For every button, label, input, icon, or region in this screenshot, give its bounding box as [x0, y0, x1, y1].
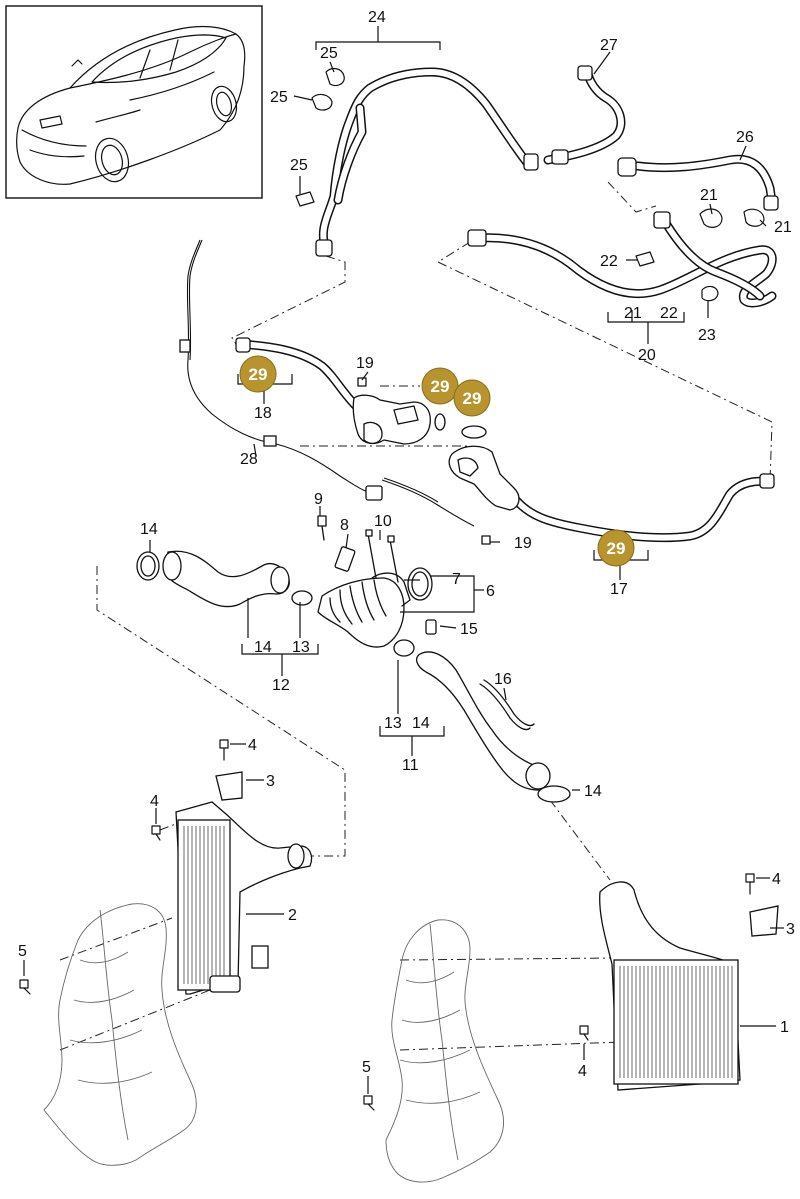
label-21-c: 21: [624, 305, 642, 322]
label-4-d: 4: [578, 1063, 587, 1080]
label-5-a: 5: [18, 943, 27, 960]
badge-29-d: 29: [597, 529, 635, 567]
label-21-b: 21: [774, 219, 792, 236]
label-15: 15: [460, 621, 478, 638]
label-14-a: 14: [140, 521, 158, 538]
intercooler-right: [599, 881, 779, 1091]
label-20: 20: [638, 347, 656, 364]
label-2: 2: [288, 907, 297, 924]
bolts: [19, 739, 755, 1111]
label-22-b: 22: [660, 305, 678, 322]
label-12: 12: [272, 677, 290, 694]
body-structure-right: [385, 919, 505, 1183]
label-17: 17: [610, 581, 628, 598]
svg-text:29: 29: [463, 389, 482, 408]
label-13-a: 13: [292, 639, 310, 656]
label-24: 24: [368, 9, 386, 26]
charge-air-pipes: [136, 515, 571, 803]
label-3-b: 3: [786, 921, 795, 938]
label-25-top: 25: [320, 45, 338, 62]
label-11: 11: [402, 757, 419, 774]
label-6: 6: [486, 583, 495, 600]
badge-29-c: 29: [453, 379, 491, 417]
intercooler-left: [175, 771, 313, 995]
label-8: 8: [340, 517, 349, 534]
label-14-d: 14: [584, 783, 602, 800]
label-27: 27: [600, 37, 618, 54]
coolant-hoses: [235, 65, 779, 543]
label-19-a: 19: [356, 355, 374, 372]
label-28: 28: [240, 451, 258, 468]
label-19-b: 19: [514, 535, 532, 552]
label-10: 10: [374, 513, 392, 530]
label-4-a: 4: [248, 737, 257, 754]
badge-29-b: 29: [421, 367, 459, 405]
body-structure-left: [43, 903, 197, 1166]
label-14-c: 14: [412, 715, 430, 732]
routing-lines: [59, 181, 773, 1051]
label-23: 23: [698, 327, 716, 344]
svg-text:29: 29: [249, 365, 268, 384]
label-13-b: 13: [384, 715, 402, 732]
svg-text:29: 29: [431, 377, 450, 396]
label-4-c: 4: [772, 871, 781, 888]
badge-29-a: 29: [239, 355, 277, 393]
sensor-cable: [179, 239, 475, 527]
vehicle-inset: [5, 5, 263, 199]
label-25-mid: 25: [270, 89, 288, 106]
label-3-a: 3: [266, 773, 275, 790]
label-18: 18: [254, 405, 272, 422]
part-labels: 24 25 25 25 27 26 21 21 22 23 21 22 20 1…: [18, 9, 795, 1080]
label-14-b: 14: [254, 639, 272, 656]
label-9: 9: [314, 491, 323, 508]
label-4-b: 4: [150, 793, 159, 810]
hose-clamps: [295, 67, 765, 302]
leader-lines: [23, 26, 784, 1094]
label-26: 26: [736, 129, 754, 146]
label-22-a: 22: [600, 253, 618, 270]
label-7: 7: [452, 571, 461, 588]
svg-text:29: 29: [607, 539, 626, 558]
label-5-b: 5: [362, 1059, 371, 1076]
car-icon: [16, 25, 246, 185]
label-16: 16: [494, 671, 512, 688]
label-1: 1: [780, 1019, 789, 1036]
label-25-low: 25: [290, 157, 308, 174]
auxiliary-pump-valve: [352, 377, 520, 545]
label-21-a: 21: [700, 187, 718, 204]
